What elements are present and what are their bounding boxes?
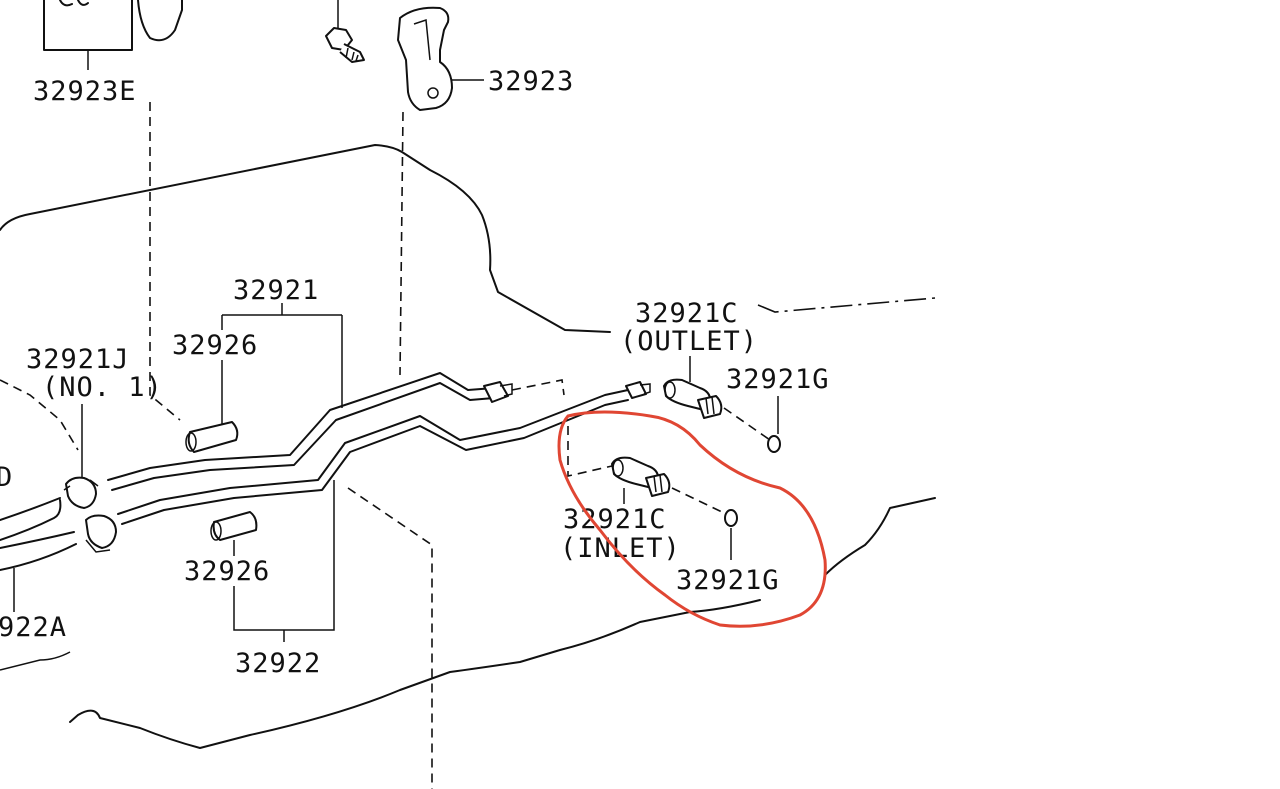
label-32923: 32923 [488, 66, 574, 97]
label-32921J: 32921J [26, 344, 130, 375]
leader-tube-joint [511, 379, 565, 396]
bracket-32923E [43, 0, 183, 70]
label-32922: 32922 [235, 648, 321, 679]
leader-32921J-dash [0, 379, 79, 451]
leader-32921 [221, 303, 343, 408]
label-32921C-outlet: 32921C [635, 298, 739, 329]
elbow-fitting-icon [663, 378, 723, 419]
hose-icon [185, 421, 239, 453]
elbow-fitting-icon [611, 456, 671, 497]
leader-outlet-oring [723, 407, 771, 441]
label-outlet: (OUTLET) [620, 326, 758, 357]
leader-32922 [233, 480, 335, 642]
leader-32923E [149, 102, 181, 421]
hose-icon [210, 511, 258, 541]
leader-inlet-dash [567, 426, 613, 478]
tube-nut [483, 381, 513, 403]
clamp-icon [63, 476, 99, 509]
clamp-icon [85, 514, 117, 553]
label-32921: 32921 [233, 275, 319, 306]
leader-body-down [347, 487, 433, 789]
hose-left-lower [0, 531, 77, 571]
label-32923E: 32923E [33, 76, 137, 107]
label-32921C-inlet: 32921C [563, 504, 667, 535]
cooler-tube-lower [117, 389, 629, 525]
label-922A-partial: 922A [0, 612, 67, 643]
hose-left-upper [0, 497, 62, 541]
label-32926-lower: 32926 [184, 556, 270, 587]
leader-inlet-oring [671, 487, 723, 513]
body-outline [0, 144, 936, 749]
label-32921G-lower: 32921G [676, 565, 780, 596]
o-ring-icon [724, 509, 738, 527]
label-32921G-upper: 32921G [726, 364, 830, 395]
highlight-circle [557, 410, 827, 628]
cooler-tube-upper [107, 372, 495, 491]
label-inlet: (INLET) [560, 533, 681, 564]
bolt-icon [325, 0, 365, 63]
tube-nut [625, 381, 651, 399]
bracket-icon [397, 6, 453, 111]
label-32926-upper: 32926 [172, 330, 258, 361]
label-D-partial: D [0, 462, 13, 493]
o-ring-icon [767, 435, 781, 453]
label-no1: (NO. 1) [42, 372, 163, 403]
